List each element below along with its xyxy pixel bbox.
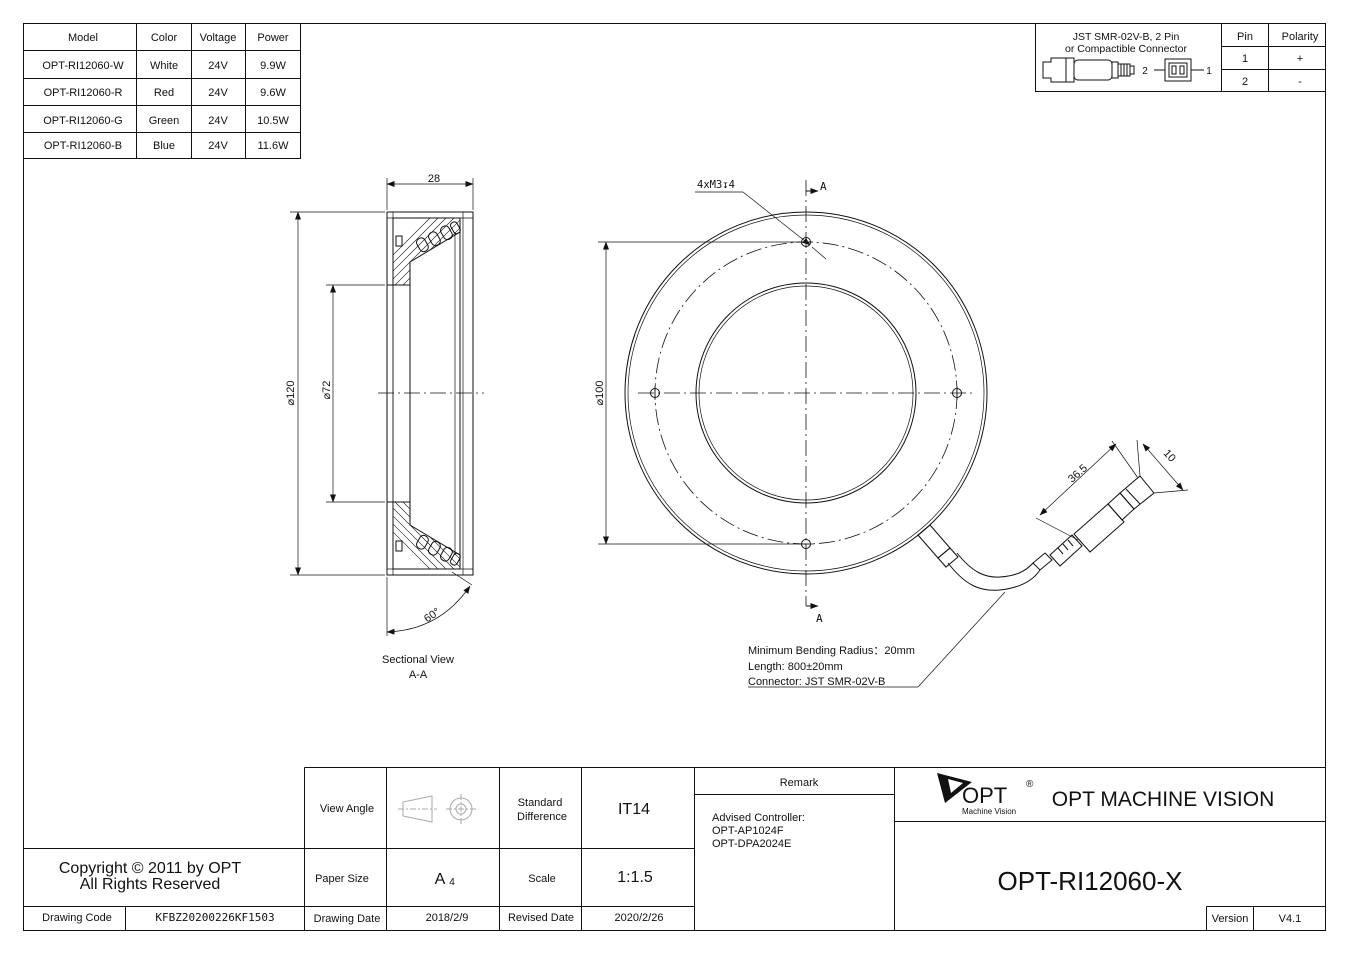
paper-size-subscript: 4 <box>449 877 455 888</box>
table-cell: OPT-RI12060-B <box>44 140 122 152</box>
table-cell: 2 <box>1242 76 1248 88</box>
paper-size-value: A <box>435 871 446 888</box>
table-cell: 24V <box>208 87 228 99</box>
drawing-date-value: 2018/2/9 <box>426 912 469 924</box>
led-row-top <box>395 221 461 253</box>
table-cell: + <box>1297 53 1303 65</box>
table-cell: Red <box>154 87 174 99</box>
table-cell: OPT-RI12060-W <box>42 60 124 72</box>
table-cell: 9.9W <box>260 60 286 72</box>
dim-connector-width: 10 <box>1161 447 1178 464</box>
drawing-code-label: Drawing Code <box>42 912 112 924</box>
table-cell: 1 <box>1242 53 1248 65</box>
color-header: Color <box>151 32 178 44</box>
drawing-code-value: KFBZ20200226KF1503 <box>155 911 274 924</box>
part-number: OPT-RI12060-X <box>998 866 1183 896</box>
standard-difference-label-2: Difference <box>517 811 567 823</box>
table-cell: 24V <box>208 140 228 152</box>
bending-radius-note: Minimum Bending Radius：20mm <box>748 645 915 657</box>
svg-text:Machine Vision: Machine Vision <box>962 807 1016 816</box>
svg-text:OPT: OPT <box>962 783 1007 808</box>
pin-1-label: 1 <box>1206 66 1212 77</box>
remark-line2: OPT-AP1024F <box>712 825 784 837</box>
table-cell: Blue <box>153 140 175 152</box>
model-table: Model Color Voltage Power OPT-RI12060-W … <box>23 23 301 159</box>
pin-2-label: 2 <box>1142 66 1148 77</box>
section-marker-bottom: A <box>816 612 823 625</box>
cable-length-note: Length: 800±20mm <box>748 661 843 673</box>
projection-symbol <box>398 794 478 824</box>
copyright-line2: All Rights Reserved <box>80 876 221 893</box>
svg-text:®: ® <box>1026 779 1034 790</box>
thread-callout: 4xM3↧4 <box>697 179 735 191</box>
opt-logo: OPT ® Machine Vision <box>937 773 1034 816</box>
drawing-border <box>23 23 1326 931</box>
standard-difference-label-1: Standard <box>518 797 563 809</box>
dim-width: 28 <box>428 173 440 185</box>
view-angle-label: View Angle <box>320 803 374 815</box>
remark-label: Remark <box>780 777 819 789</box>
connector-table: JST SMR-02V-B, 2 Pin or Compactible Conn… <box>1035 23 1326 92</box>
voltage-header: Voltage <box>200 32 237 44</box>
pin-header: Pin <box>1237 31 1253 43</box>
table-cell: 11.6W <box>258 140 290 152</box>
mounting-holes <box>650 237 962 549</box>
scale-value: 1:1.5 <box>617 869 653 886</box>
drawing-date-label: Drawing Date <box>314 913 381 925</box>
table-cell: OPT-RI12060-R <box>44 87 123 99</box>
table-cell: - <box>1298 76 1302 88</box>
sectional-view: 28 ⌀120 ⌀72 60° Sectional View A-A <box>285 173 484 681</box>
sectional-view-id: A-A <box>409 669 428 681</box>
table-cell: OPT-RI12060-G <box>43 115 122 127</box>
polarity-header: Polarity <box>1282 31 1319 43</box>
dim-inner-diameter: ⌀72 <box>321 381 333 400</box>
led-row-bottom <box>395 534 461 566</box>
title-block: Copyright © 2011 by OPT All Rights Reser… <box>23 767 1326 931</box>
paper-size-label: Paper Size <box>315 873 369 885</box>
table-cell: White <box>150 60 178 72</box>
front-view: A A 4xM3↧4 ⌀100 3 <box>594 179 1189 688</box>
dim-hole-circle-diameter: ⌀100 <box>594 381 606 406</box>
company-name: OPT MACHINE VISION <box>1052 788 1274 811</box>
table-cell: 9.6W <box>260 87 286 99</box>
revised-date-value: 2020/2/26 <box>615 912 664 924</box>
table-cell: 24V <box>208 115 228 127</box>
connector-note: Connector: JST SMR-02V-B <box>748 676 885 688</box>
power-header: Power <box>257 32 289 44</box>
version-label: Version <box>1212 913 1249 925</box>
model-header: Model <box>68 32 98 44</box>
table-cell: 10.5W <box>257 115 289 127</box>
scale-label: Scale <box>528 873 556 885</box>
dim-outer-diameter: ⌀120 <box>285 381 297 406</box>
connector-title-line2: or Compactible Connector <box>1065 43 1187 55</box>
remark-line3: OPT-DPA2024E <box>712 838 791 850</box>
remark-line1: Advised Controller: <box>712 812 805 824</box>
table-cell: Green <box>149 115 180 127</box>
standard-difference-value: IT14 <box>618 801 650 818</box>
copyright-line1: Copyright © 2011 by OPT <box>59 860 241 877</box>
sectional-view-label: Sectional View <box>382 654 454 666</box>
table-cell: 24V <box>208 60 228 72</box>
connector-sketch <box>1042 57 1204 83</box>
section-marker-top: A <box>820 180 827 193</box>
connector-title-line1: JST SMR-02V-B, 2 Pin <box>1073 31 1180 43</box>
dim-angle: 60° <box>422 606 443 625</box>
revised-date-label: Revised Date <box>508 912 574 924</box>
dim-connector-length: 36.5 <box>1066 462 1090 485</box>
version-value: V4.1 <box>1279 913 1302 925</box>
